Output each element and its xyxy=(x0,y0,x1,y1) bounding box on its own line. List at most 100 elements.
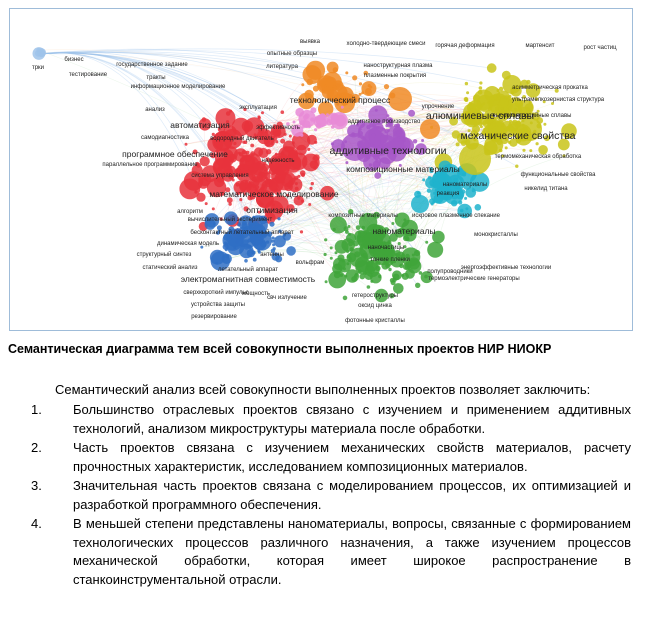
map-term-label: автоматизация xyxy=(170,120,230,130)
map-node xyxy=(481,130,486,136)
map-node xyxy=(389,118,393,122)
map-term-label: никелид титана xyxy=(524,186,568,192)
map-node xyxy=(226,228,245,248)
map-node xyxy=(462,172,467,177)
map-term-label: бесконтактный летательный аппарат xyxy=(190,229,293,236)
map-term-label: электромагнитная совместимость xyxy=(181,274,316,284)
map-node xyxy=(245,180,248,184)
map-node xyxy=(501,70,511,80)
map-node xyxy=(252,223,256,226)
map-node xyxy=(376,126,380,130)
map-node xyxy=(326,113,329,117)
map-node xyxy=(484,110,494,120)
item-text: В меньшей степени представлены наноматер… xyxy=(73,516,631,587)
map-node xyxy=(494,106,499,111)
map-node xyxy=(215,108,236,129)
map-node xyxy=(347,225,351,228)
map-node xyxy=(411,195,429,213)
map-node xyxy=(210,251,230,271)
map-node xyxy=(554,88,559,93)
map-term-label: функциональные свойства xyxy=(521,171,597,178)
map-term-label: реакция xyxy=(437,191,460,197)
map-node xyxy=(294,182,298,186)
map-node xyxy=(305,60,326,80)
map-node xyxy=(294,175,299,180)
map-node xyxy=(367,261,374,267)
map-node xyxy=(225,187,231,193)
map-node xyxy=(204,218,216,230)
map-node xyxy=(241,150,246,155)
map-node xyxy=(395,123,401,128)
map-node xyxy=(529,149,533,153)
map-node xyxy=(561,123,577,139)
map-node xyxy=(306,78,314,86)
map-term-label: свч излучение xyxy=(267,295,307,301)
map-term-label: наноматериалы xyxy=(372,226,435,236)
item-text: Большинство отраслевых проектов связано … xyxy=(73,402,631,436)
map-term-label: тракты xyxy=(146,75,165,81)
map-term-label: искровое плазменное спекание xyxy=(412,213,501,219)
map-link xyxy=(39,48,316,71)
map-node xyxy=(243,206,249,212)
map-term-label: программное обеспечение xyxy=(122,149,228,159)
map-term-label: композитные материалы xyxy=(328,213,397,219)
map-node xyxy=(551,102,554,105)
map-node xyxy=(282,232,292,241)
map-node xyxy=(271,252,280,261)
conclusion-item: 3. Значительная часть проектов связана с… xyxy=(31,477,631,514)
map-term-label: государственное задание xyxy=(116,62,188,68)
map-node xyxy=(283,132,287,136)
map-node xyxy=(332,263,343,274)
map-node xyxy=(312,85,319,92)
map-link xyxy=(39,48,492,69)
map-node xyxy=(324,280,328,284)
map-node xyxy=(497,96,501,100)
map-term-label: анализ xyxy=(145,107,165,113)
map-node xyxy=(204,202,208,206)
map-node xyxy=(347,94,352,99)
map-term-label: вычислительный эксперимент xyxy=(188,216,273,223)
map-node xyxy=(293,195,304,206)
map-link xyxy=(346,115,481,233)
map-node xyxy=(380,134,389,143)
map-node xyxy=(251,250,256,255)
map-node xyxy=(396,131,400,135)
map-node xyxy=(245,150,250,155)
map-node xyxy=(314,98,318,103)
map-node xyxy=(522,95,526,99)
map-term-label: сверхкороткий импульс xyxy=(183,289,248,296)
map-link xyxy=(251,208,462,235)
map-node xyxy=(251,176,257,182)
map-node xyxy=(315,123,322,129)
map-node xyxy=(501,107,504,110)
map-node xyxy=(242,140,246,144)
map-node xyxy=(286,204,295,213)
map-term-label: горячая деформация xyxy=(435,43,494,49)
conclusions-list: 1. Большинство отраслевых проектов связа… xyxy=(31,401,631,590)
map-node xyxy=(325,76,337,89)
map-node xyxy=(243,244,250,250)
map-node xyxy=(418,271,423,275)
map-node xyxy=(464,81,469,86)
map-node xyxy=(329,246,333,250)
map-node xyxy=(363,230,367,234)
map-term-label: мартенсит xyxy=(525,43,554,49)
map-link xyxy=(39,52,418,254)
map-node xyxy=(332,227,336,232)
map-node xyxy=(304,89,314,100)
map-node xyxy=(196,192,206,202)
map-node xyxy=(370,144,374,148)
map-node xyxy=(272,243,276,247)
map-node xyxy=(477,89,483,95)
map-node xyxy=(330,113,338,121)
map-node xyxy=(300,199,305,203)
map-node xyxy=(256,190,274,208)
map-node xyxy=(288,180,292,185)
map-node xyxy=(562,154,566,158)
map-node xyxy=(355,225,361,231)
map-link xyxy=(311,111,506,140)
figure-caption: Семантическая диаграмма тем всей совокуп… xyxy=(8,342,552,356)
map-node xyxy=(264,209,268,213)
map-link xyxy=(314,167,414,256)
map-node xyxy=(504,125,516,138)
